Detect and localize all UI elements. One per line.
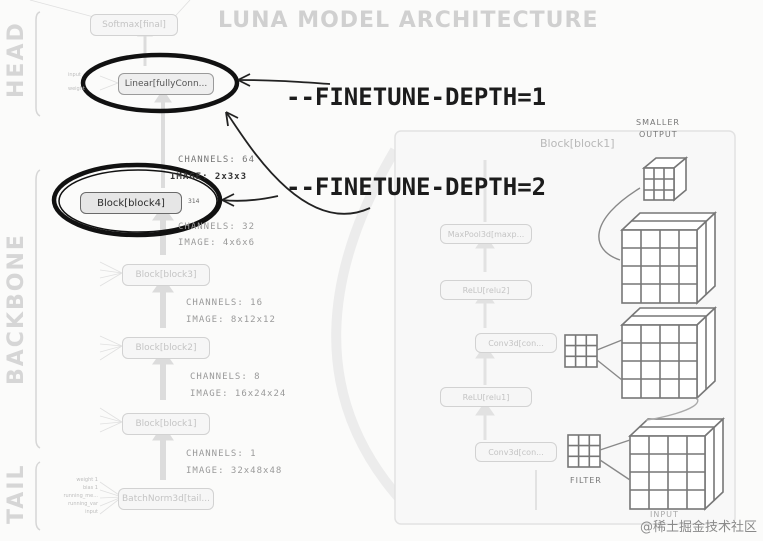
head-bracket — [35, 11, 41, 117]
shape-block2-channels: CHANNELS: 16 — [186, 298, 264, 308]
shape-block2-image: IMAGE: 8x12x12 — [186, 315, 276, 325]
label-smaller: SMALLER — [636, 118, 680, 127]
annotation-finetune-depth-2: --FINETUNE-DEPTH=2 — [286, 173, 547, 201]
detail-node-conv2: Conv3d[con... — [475, 333, 557, 353]
tail-input-2: running_me... — [63, 493, 98, 499]
node-block4: Block[block4] — [80, 192, 182, 214]
section-label-backbone: BACKBONE — [4, 233, 29, 385]
shape-block1-image: IMAGE: 16x24x24 — [190, 389, 287, 399]
watermark: @稀土掘金技术社区 — [639, 520, 757, 535]
port-label-weight: weight — [68, 86, 85, 92]
cubes — [564, 156, 726, 511]
finetune-depth-2-circle — [51, 162, 223, 238]
node-batchnorm: BatchNorm3d[tail... — [118, 488, 214, 510]
tail-bracket — [35, 461, 41, 531]
tail-input-0: weight 1 — [76, 477, 98, 483]
node-linear: Linear[fullyConn... — [118, 73, 214, 95]
feature-cube-middle — [619, 306, 718, 400]
detail-node-maxpool: MaxPool3d[maxp... — [440, 224, 532, 244]
tail-input-4: input — [85, 509, 98, 515]
zoom-curve — [331, 147, 424, 524]
tail-input-1: bias 1 — [82, 485, 98, 491]
shape-block4-channels: CHANNELS: 64 — [178, 155, 256, 165]
shape-block1-channels: CHANNELS: 8 — [190, 372, 261, 382]
shape-tail-channels: CHANNELS: 1 — [186, 449, 257, 459]
shape-block3-image: IMAGE: 4x6x6 — [178, 238, 256, 248]
input-cube — [627, 417, 726, 511]
detail-node-relu1: ReLU[relu1] — [440, 387, 532, 407]
node-softmax: Softmax[final] — [90, 14, 178, 36]
label-filter: FILTER — [570, 476, 602, 485]
label-output: OUTPUT — [639, 130, 678, 139]
shape-block4-image: IMAGE: 2x3x3 — [170, 172, 248, 182]
node-block2: Block[block2] — [122, 337, 210, 359]
feature-cube-top — [619, 211, 718, 305]
detail-panel-title: Block[block1] — [540, 137, 615, 150]
small-output-cube — [641, 156, 689, 202]
diagram-title: LUNA MODEL ARCHITECTURE — [218, 8, 599, 33]
shape-block3-channels: CHANNELS: 32 — [178, 222, 256, 232]
detail-node-relu2: ReLU[relu2] — [440, 280, 532, 300]
annotation-finetune-depth-1: --FINETUNE-DEPTH=1 — [286, 83, 547, 111]
node-block1: Block[block1] — [122, 413, 210, 435]
cube-links — [596, 187, 699, 481]
port-label-block4-out: 314 — [188, 198, 200, 205]
shape-tail-image: IMAGE: 32x48x48 — [186, 466, 283, 476]
detail-node-conv1: Conv3d[con... — [475, 442, 557, 462]
tail-input-3: running_var — [68, 501, 98, 507]
label-input: INPUT — [650, 510, 679, 519]
section-label-head: HEAD — [4, 21, 29, 98]
annotation-arrows — [221, 73, 371, 215]
port-label-input: input — [68, 72, 81, 78]
backbone-bracket — [35, 169, 41, 449]
finetune-depth-1-circle — [80, 52, 240, 114]
filter-grid-lower — [567, 434, 601, 468]
node-block3: Block[block3] — [122, 264, 210, 286]
section-label-tail: TAIL — [4, 463, 29, 524]
filter-grid-upper — [564, 334, 598, 368]
